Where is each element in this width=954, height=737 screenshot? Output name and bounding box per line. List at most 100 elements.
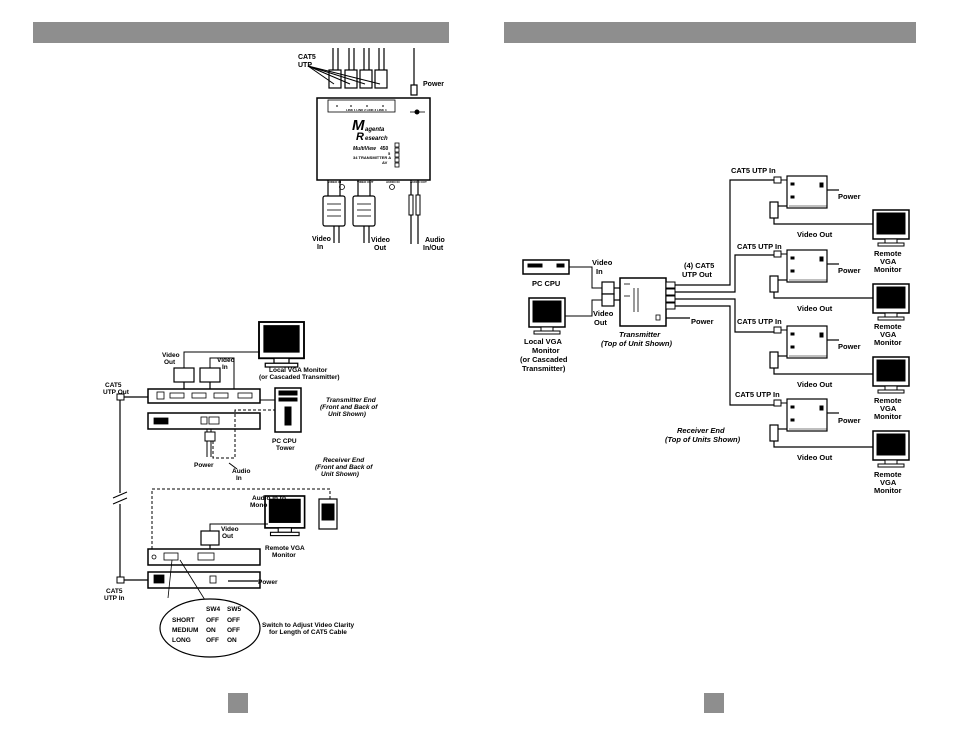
row-short-sw5: OFF (227, 617, 240, 624)
figure-point-to-point-setup (112, 321, 338, 658)
local-monitor-label-b: Monitor (532, 346, 560, 355)
video-in-label-b: In (317, 244, 323, 251)
cat5-label: CAT5 (298, 54, 316, 61)
receiver-unit-1 (769, 175, 888, 225)
tx-power-label: Power (691, 317, 714, 326)
rx2-cat5-in-label: CAT5 UTP In (737, 242, 782, 251)
pc-cpu-label: PC CPU (532, 279, 560, 288)
tx-end-label-c: Unit Shown) (328, 411, 366, 418)
switch-note-a: Switch to Adjust Video Clarity (262, 622, 354, 629)
rx2-video-out-label: Video Out (797, 304, 833, 313)
local-monitor-label-a: Local VGA Monitor (269, 367, 328, 374)
audio-speaker-label-a: Audio In to (252, 495, 286, 502)
receiver-units (769, 175, 910, 468)
rx4-power-label: Power (838, 416, 861, 425)
figure-multi-receiver-labels: Video In PC CPU (4) CAT5 UTP Out Video O… (520, 166, 902, 495)
audio-label-a: Audio (425, 237, 445, 244)
pc-cpu-label-a: PC CPU (272, 438, 297, 445)
tx-end-label-a: Transmitter End (326, 397, 377, 404)
left-page-number-box (228, 693, 248, 713)
port-audio-in: AUDIO IN (386, 180, 400, 184)
rx3-cat5-in-label: CAT5 UTP In (737, 317, 782, 326)
brand-m-glyph: M (352, 117, 365, 134)
video-out-label-a: Video (162, 352, 180, 359)
audio-in-label-b: In (236, 475, 242, 482)
remote3-label-c: Monitor (874, 412, 902, 421)
av-label: AV (382, 160, 388, 165)
rx4-cat5-in-label: CAT5 UTP In (735, 390, 780, 399)
rx-video-out-label-b: Out (222, 533, 234, 540)
transmitter-label: 34 TRANSMITTER A (353, 155, 391, 160)
row-medium-sw5: OFF (227, 627, 240, 634)
row-long-sw4: OFF (206, 637, 219, 644)
remote4-label-a: Remote (874, 470, 902, 479)
remote4-label-c: Monitor (874, 486, 902, 495)
video-in-label-a: Video (592, 258, 613, 267)
pc-cpu-label-b: Tower (276, 445, 295, 452)
left-page-header-bar (33, 22, 449, 43)
receiver-unit-3 (769, 325, 888, 375)
receiver-end-label-b: (Top of Units Shown) (665, 435, 741, 444)
utp-label: UTP (298, 62, 312, 69)
figure-point-to-point-labels: Video Out Video In Local VGA Monitor (or… (103, 352, 378, 644)
rx-video-out-label-a: Video (221, 526, 239, 533)
video-out-label-b: Out (374, 245, 387, 252)
remote2-label-a: Remote (874, 322, 902, 331)
remote-monitor-icon-3 (872, 356, 910, 394)
cat5-out-label-a: CAT5 (105, 382, 122, 389)
rx3-video-out-label: Video Out (797, 380, 833, 389)
figure-transmitter-ports (307, 48, 431, 244)
rx1-video-out-label: Video Out (797, 230, 833, 239)
video-out-label-b: Out (594, 318, 607, 327)
receiver-unit-4 (769, 398, 888, 448)
receiver-unit-2 (769, 249, 888, 299)
local-monitor-label-b: (or Cascaded Transmitter) (259, 374, 340, 381)
video-out-label-a: Video (593, 309, 614, 318)
audio-in-label-a: Audio (232, 468, 250, 475)
brand-line1: agenta (365, 127, 385, 133)
rx4-video-out-label: Video Out (797, 453, 833, 462)
brand-line2: esearch (365, 136, 388, 142)
rx-end-label-a: Receiver End (323, 457, 365, 464)
rx2-power-label: Power (838, 266, 861, 275)
remote1-label-a: Remote (874, 249, 902, 258)
four-cat5-label-b: UTP Out (682, 270, 712, 279)
remote3-label-b: VGA (880, 404, 897, 413)
video-in-label-a: Video (312, 236, 331, 243)
model-450: 450 (380, 146, 389, 152)
switch-table: SW4 SW5 SHORT OFF OFF MEDIUM ON OFF LONG… (172, 606, 241, 644)
figure-transmitter-ports-labels: CAT5 UTP Power LINK 1 LINK 2 LINK 3 LINK… (298, 54, 445, 252)
remote-monitor-icon-2 (872, 283, 910, 321)
model-label: MultiView (353, 146, 377, 152)
right-page-header-bar (504, 22, 916, 43)
model-5: 5 (388, 151, 391, 156)
remote-monitor-label-a: Remote VGA (265, 545, 305, 552)
rx1-power-label: Power (838, 192, 861, 201)
remote4-label-b: VGA (880, 478, 897, 487)
pc-cpu-icon (522, 259, 570, 275)
rx-power-label: Power (258, 579, 278, 586)
rx-end-label-b: (Front and Back of (315, 464, 373, 471)
video-in-label-b: In (222, 364, 228, 371)
transmitter-label-a: Transmitter (619, 330, 661, 339)
remote-monitor-icon-1 (872, 209, 910, 247)
port-video-in: VIDEO IN (328, 180, 341, 184)
local-vga-monitor-icon (258, 321, 305, 368)
right-page-number-box (704, 693, 724, 713)
power-label: Power (194, 462, 214, 469)
audio-speaker-label-b: Mono Speaker (250, 502, 295, 509)
tx-end-label-b: (Front and Back of (320, 404, 378, 411)
local-monitor-label-a: Local VGA (524, 337, 563, 346)
pc-cpu-tower-icon (274, 387, 302, 433)
port-video-out: VIDEO OUT (357, 180, 374, 184)
row-medium-label: MEDIUM (172, 627, 198, 634)
cat5-in-label-b: UTP In (104, 595, 124, 602)
audio-label-b: In/Out (423, 245, 444, 252)
remote3-label-a: Remote (874, 396, 902, 405)
rx1-cat5-in-label: CAT5 UTP In (731, 166, 776, 175)
local-vga-monitor-icon (528, 297, 566, 335)
rx3-power-label: Power (838, 342, 861, 351)
remote-monitor-icon-4 (872, 430, 910, 468)
receiver-end-label-a: Receiver End (677, 426, 725, 435)
